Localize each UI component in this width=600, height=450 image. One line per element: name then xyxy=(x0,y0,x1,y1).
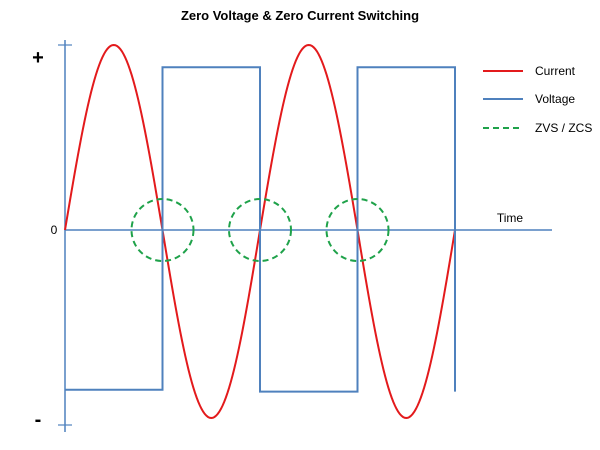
voltage-series-line xyxy=(65,66,456,393)
y-zero-label: 0 xyxy=(51,223,58,237)
plot-area xyxy=(64,43,456,420)
y-plus-label: + xyxy=(32,47,44,69)
zvs-zcs-circle-2 xyxy=(228,198,292,262)
x-axis-label: Time xyxy=(497,211,524,225)
axes xyxy=(58,40,552,432)
legend-label-2: Voltage xyxy=(535,92,575,106)
legend-label-3: ZVS / ZCS xyxy=(535,121,592,135)
legend-label-1: Current xyxy=(535,64,576,78)
y-minus-label: - xyxy=(35,409,42,431)
zvs-zcs-circle-3 xyxy=(325,198,390,262)
chart-title: Zero Voltage & Zero Current Switching xyxy=(181,8,419,23)
zvs-zcs-circle-1 xyxy=(130,198,195,262)
